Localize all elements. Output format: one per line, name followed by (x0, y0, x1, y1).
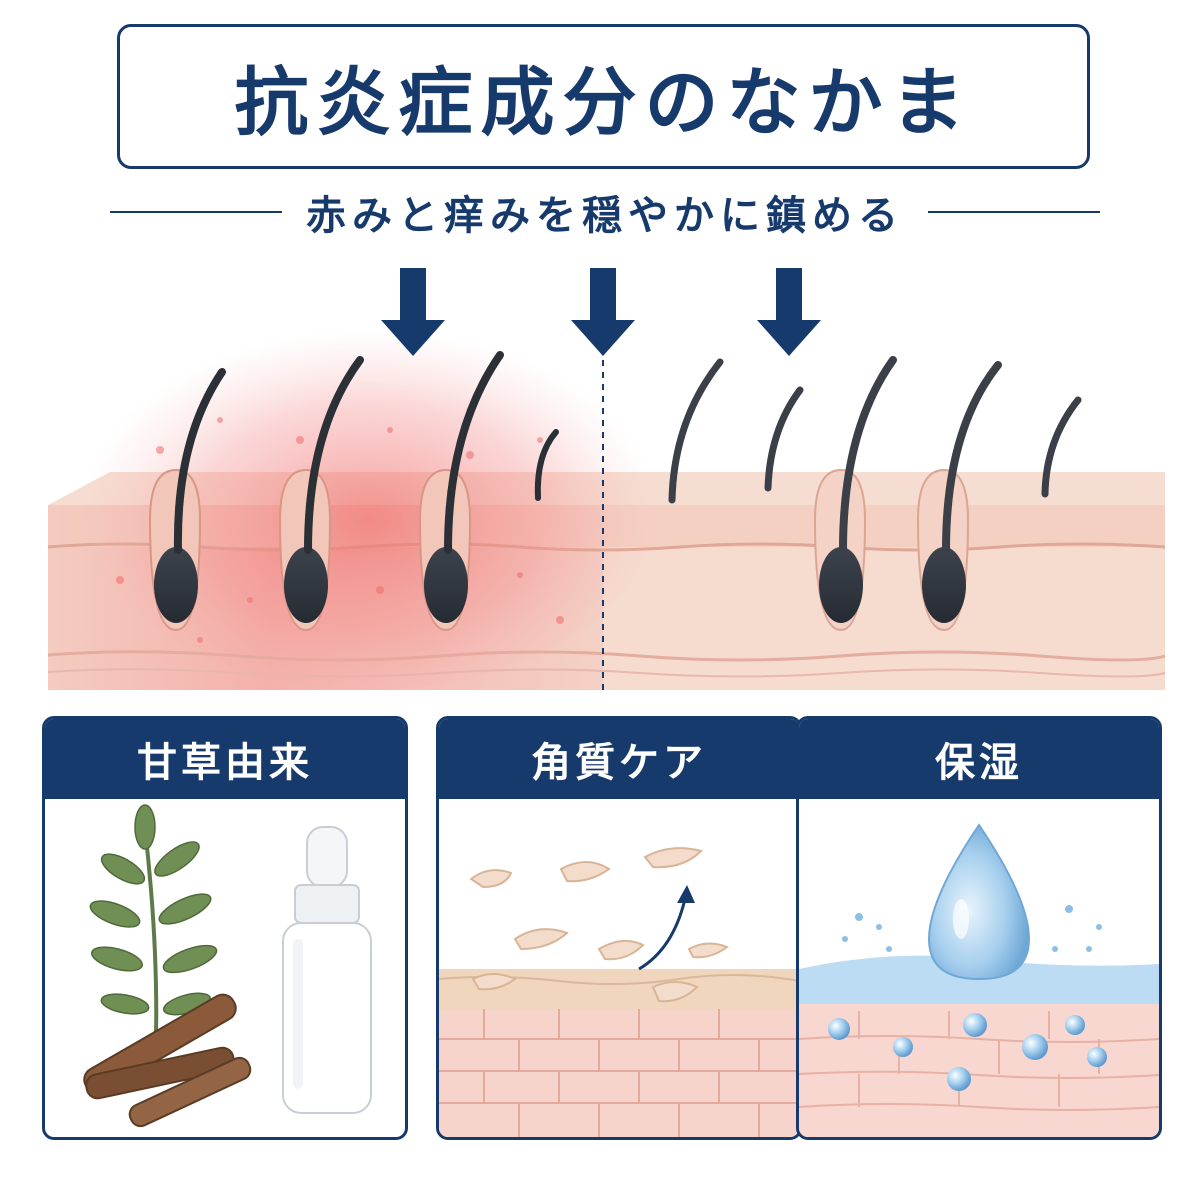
subtitle: 赤みと痒みを穏やかに鎮める (306, 193, 904, 239)
follicles-inflamed (148, 351, 559, 632)
subtitle-right-rule (928, 211, 1100, 213)
down-arrow-icon (571, 268, 635, 356)
panel-title: 甘草由来 (137, 740, 313, 786)
panel-exfoliation: 角質ケア (436, 716, 802, 1140)
dropper-bottle (282, 826, 372, 1114)
skin-flakes (469, 847, 730, 1003)
title-box: 抗炎症成分のなかま (117, 24, 1090, 169)
panel-moisture: 保湿 (796, 716, 1162, 1140)
inflammation-glow (80, 310, 660, 690)
upward-arrow-icon (638, 898, 687, 971)
licorice-plant-and-bottle-icon (83, 804, 372, 1128)
spray-dots (842, 905, 1102, 952)
down-arrows (381, 268, 821, 356)
inflammation-specks (116, 417, 564, 643)
follicles-calm (668, 356, 1082, 632)
page-title: 抗炎症成分のなかま (234, 60, 973, 146)
skin-flakes-exfoliation-icon (439, 847, 799, 1137)
down-arrow-icon (757, 268, 821, 356)
water-droplet (927, 823, 1031, 981)
panel-header: 甘草由来 (45, 719, 405, 799)
panel-header: 角質ケア (439, 719, 799, 799)
panel-licorice: 甘草由来 (42, 716, 408, 1140)
moisture-bubbles (828, 1013, 1107, 1091)
down-arrow-icon (381, 268, 445, 356)
panel-header: 保湿 (799, 719, 1159, 799)
subtitle-row: 赤みと痒みを穏やかに鎮める (110, 182, 1100, 242)
subtitle-left-rule (110, 211, 282, 213)
skin-cell-grid (439, 1009, 799, 1137)
panel-title: 角質ケア (531, 740, 707, 786)
panel-title: 保湿 (935, 740, 1023, 786)
skin-cross-section-illustration (47, 268, 1166, 690)
water-drop-moisture-icon (799, 823, 1159, 1137)
